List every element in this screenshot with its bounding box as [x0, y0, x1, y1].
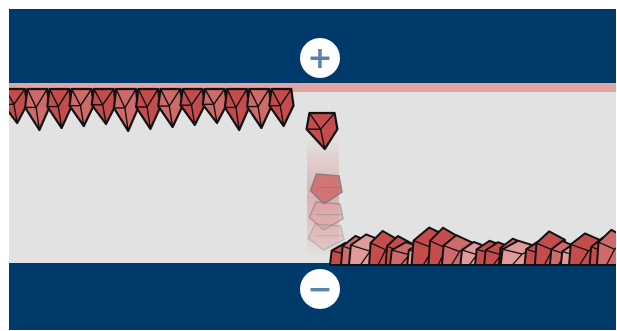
ion-ghost-trail	[308, 174, 344, 250]
diagram-canvas: + −	[9, 9, 616, 330]
positive-terminal-button[interactable]: +	[300, 38, 340, 78]
battery-diagram: + −	[9, 9, 616, 330]
negative-terminal-button[interactable]: −	[300, 269, 340, 309]
minus-icon: −	[307, 272, 332, 307]
plus-icon: +	[307, 41, 332, 76]
